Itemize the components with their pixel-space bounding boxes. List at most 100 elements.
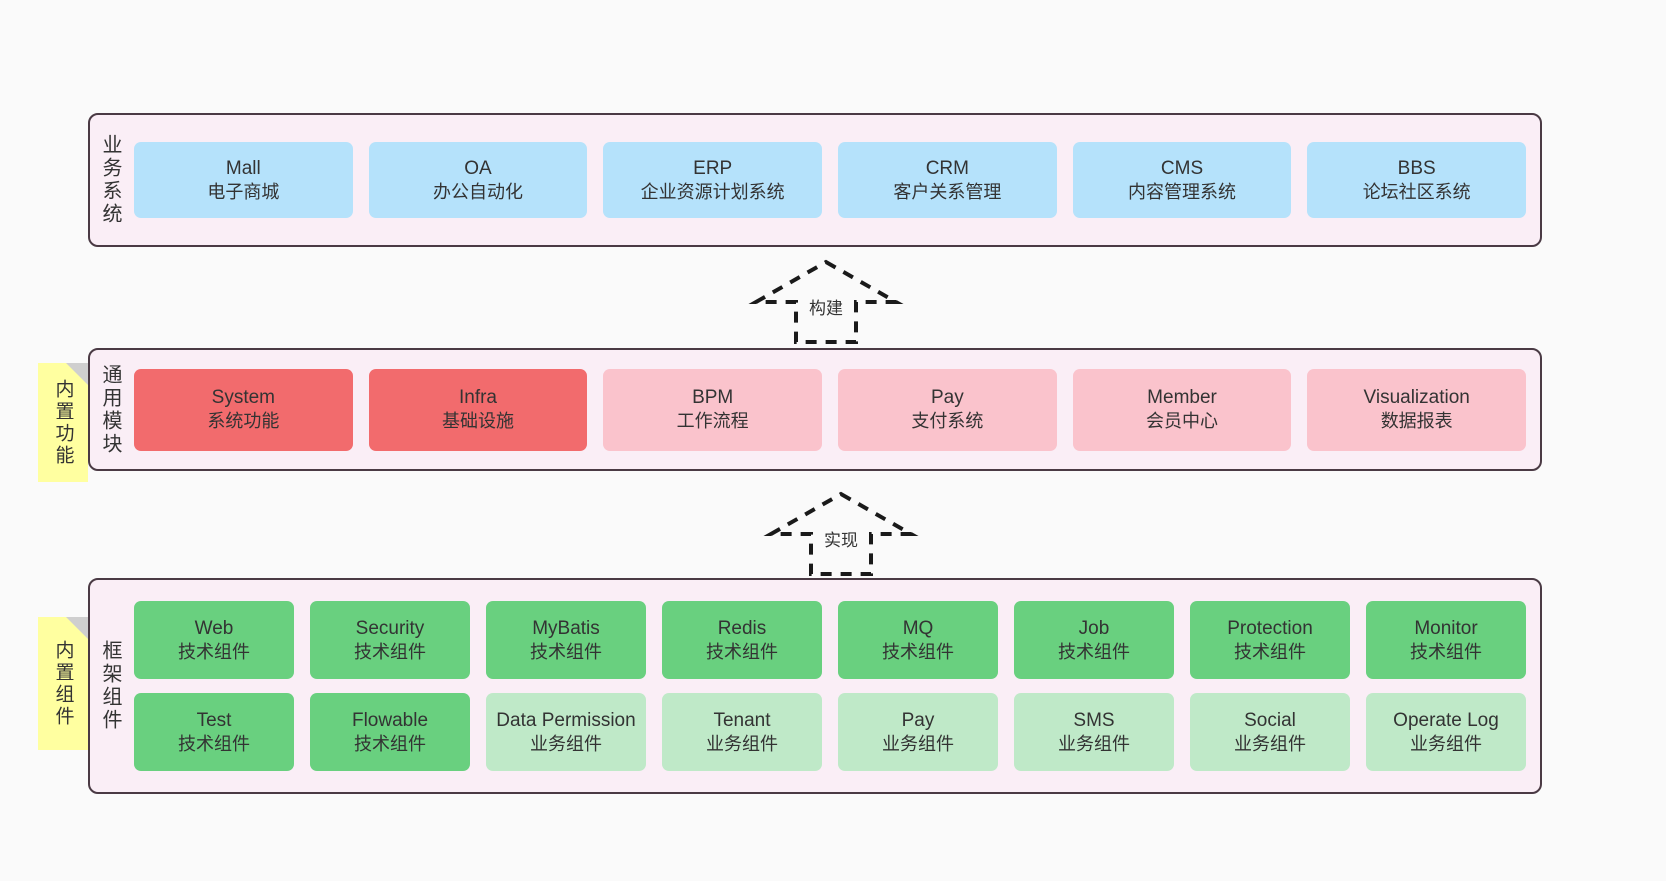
node-bpm[interactable]: BPM 工作流程 (603, 368, 823, 451)
node-tenant[interactable]: Tenant 业务组件 (662, 693, 822, 771)
node-subtitle: 技术组件 (354, 641, 426, 662)
sticky-note-text: 内置功能 (52, 378, 74, 467)
node-title: MyBatis (532, 617, 600, 639)
node-subtitle: 电子商城 (207, 181, 280, 202)
node-title: Redis (717, 617, 767, 639)
node-redis[interactable]: Redis 技术组件 (662, 601, 822, 679)
node-mall[interactable]: Mall 电子商城 (134, 142, 353, 218)
node-title: OA (464, 157, 492, 179)
node-subtitle: 客户关系管理 (893, 181, 1002, 202)
node-security[interactable]: Security 技术组件 (310, 601, 470, 679)
node-title: Member (1147, 387, 1217, 409)
node-subtitle: 技术组件 (178, 733, 250, 754)
node-title: Social (1244, 709, 1296, 731)
node-subtitle: 企业资源计划系统 (640, 181, 785, 202)
node-pay-component[interactable]: Pay 业务组件 (838, 693, 998, 771)
folded-corner-icon (66, 617, 88, 639)
connector-implement: 实现 (761, 490, 921, 576)
node-title: CMS (1160, 157, 1204, 179)
connector-build: 构建 (746, 258, 906, 344)
node-title: Protection (1227, 617, 1313, 639)
connector-label-build: 构建 (809, 299, 843, 318)
node-data-permission[interactable]: Data Permission 业务组件 (486, 693, 646, 771)
node-subtitle: 业务组件 (1058, 733, 1130, 754)
node-title: Monitor (1414, 617, 1478, 639)
node-subtitle: 工作流程 (676, 411, 749, 432)
node-pay-module[interactable]: Pay 支付系统 (838, 368, 1057, 451)
node-web[interactable]: Web 技术组件 (134, 601, 294, 679)
layer-business-system: 业务系统 Mall 电子商城 OA 办公自动化 ERP 企业资源计划系统 CRM… (88, 113, 1542, 247)
node-title: Security (355, 617, 425, 639)
node-operate-log[interactable]: Operate Log 业务组件 (1366, 693, 1526, 771)
node-title: Test (196, 709, 232, 731)
node-erp[interactable]: ERP 企业资源计划系统 (603, 142, 823, 218)
node-subtitle: 技术组件 (354, 733, 426, 754)
layer-framework-component: 框架组件 Web 技术组件 Security 技术组件 MyBatis 技术组件… (88, 578, 1542, 794)
node-visualization[interactable]: Visualization 数据报表 (1307, 368, 1527, 451)
node-job[interactable]: Job 技术组件 (1014, 601, 1174, 679)
node-flowable[interactable]: Flowable 技术组件 (310, 693, 470, 771)
node-subtitle: 技术组件 (1234, 641, 1306, 662)
node-subtitle: 技术组件 (1410, 641, 1482, 662)
node-monitor[interactable]: Monitor 技术组件 (1366, 601, 1526, 679)
node-title: Operate Log (1393, 709, 1499, 731)
node-cms[interactable]: CMS 内容管理系统 (1072, 142, 1292, 218)
node-title: MQ (902, 617, 934, 639)
node-crm[interactable]: CRM 客户关系管理 (838, 142, 1057, 218)
layer-label-common-module: 通用模块 (99, 363, 121, 456)
node-title: ERP (693, 157, 733, 179)
node-title: Tenant (713, 709, 771, 731)
node-subtitle: 系统功能 (207, 411, 280, 432)
layer-body-business-system: Mall 电子商城 OA 办公自动化 ERP 企业资源计划系统 CRM 客户关系… (130, 115, 1540, 245)
connector-label-implement: 实现 (824, 531, 858, 550)
node-subtitle: 技术组件 (882, 641, 954, 662)
node-title: Mall (225, 157, 261, 179)
node-subtitle: 业务组件 (1234, 733, 1306, 754)
node-row: Test 技术组件 Flowable 技术组件 Data Permission … (134, 693, 1526, 771)
node-title: BBS (1397, 157, 1436, 179)
node-oa[interactable]: OA 办公自动化 (368, 142, 588, 218)
node-title: Data Permission (496, 709, 636, 731)
node-title: Web (194, 617, 234, 639)
node-mq[interactable]: MQ 技术组件 (838, 601, 998, 679)
node-title: SMS (1073, 709, 1115, 731)
node-title: System (211, 387, 276, 409)
node-title: Visualization (1363, 387, 1470, 409)
node-title: Pay (930, 387, 964, 409)
layer-body-common-module: System 系统功能 Infra 基础设施 BPM 工作流程 Pay 支付系统… (130, 350, 1540, 469)
node-row: Web 技术组件 Security 技术组件 MyBatis 技术组件 Redi… (134, 601, 1526, 679)
node-test[interactable]: Test 技术组件 (134, 693, 294, 771)
layer-label-business-system: 业务系统 (99, 134, 121, 226)
sticky-note-text: 内置组件 (52, 639, 74, 728)
node-title: Pay (901, 709, 935, 731)
node-subtitle: 技术组件 (1058, 641, 1130, 662)
node-subtitle: 数据报表 (1380, 411, 1453, 432)
node-subtitle: 办公自动化 (433, 181, 523, 202)
node-infra[interactable]: Infra 基础设施 (368, 368, 588, 451)
node-subtitle: 业务组件 (1410, 733, 1482, 754)
node-title: Flowable (351, 709, 429, 731)
node-subtitle: 业务组件 (530, 733, 602, 754)
node-title: BPM (692, 387, 734, 409)
node-subtitle: 业务组件 (882, 733, 954, 754)
node-system[interactable]: System 系统功能 (134, 368, 353, 451)
node-mybatis[interactable]: MyBatis 技术组件 (486, 601, 646, 679)
sticky-note-builtin-function: 内置功能 (38, 363, 88, 482)
node-social[interactable]: Social 业务组件 (1190, 693, 1350, 771)
node-bbs[interactable]: BBS 论坛社区系统 (1307, 142, 1527, 218)
node-subtitle: 业务组件 (706, 733, 778, 754)
node-subtitle: 支付系统 (911, 411, 984, 432)
node-row: Mall 电子商城 OA 办公自动化 ERP 企业资源计划系统 CRM 客户关系… (134, 142, 1527, 218)
generalization-arrow-icon (748, 259, 904, 344)
layer-common-module: 通用模块 System 系统功能 Infra 基础设施 BPM 工作流程 Pay… (88, 348, 1542, 471)
node-subtitle: 技术组件 (530, 641, 602, 662)
node-sms[interactable]: SMS 业务组件 (1014, 693, 1174, 771)
node-member[interactable]: Member 会员中心 (1072, 368, 1292, 451)
node-subtitle: 论坛社区系统 (1362, 181, 1471, 202)
node-title: Infra (458, 387, 498, 409)
generalization-arrow-icon (763, 491, 919, 576)
node-protection[interactable]: Protection 技术组件 (1190, 601, 1350, 679)
layer-body-framework-component: Web 技术组件 Security 技术组件 MyBatis 技术组件 Redi… (130, 580, 1540, 792)
node-subtitle: 技术组件 (178, 641, 250, 662)
